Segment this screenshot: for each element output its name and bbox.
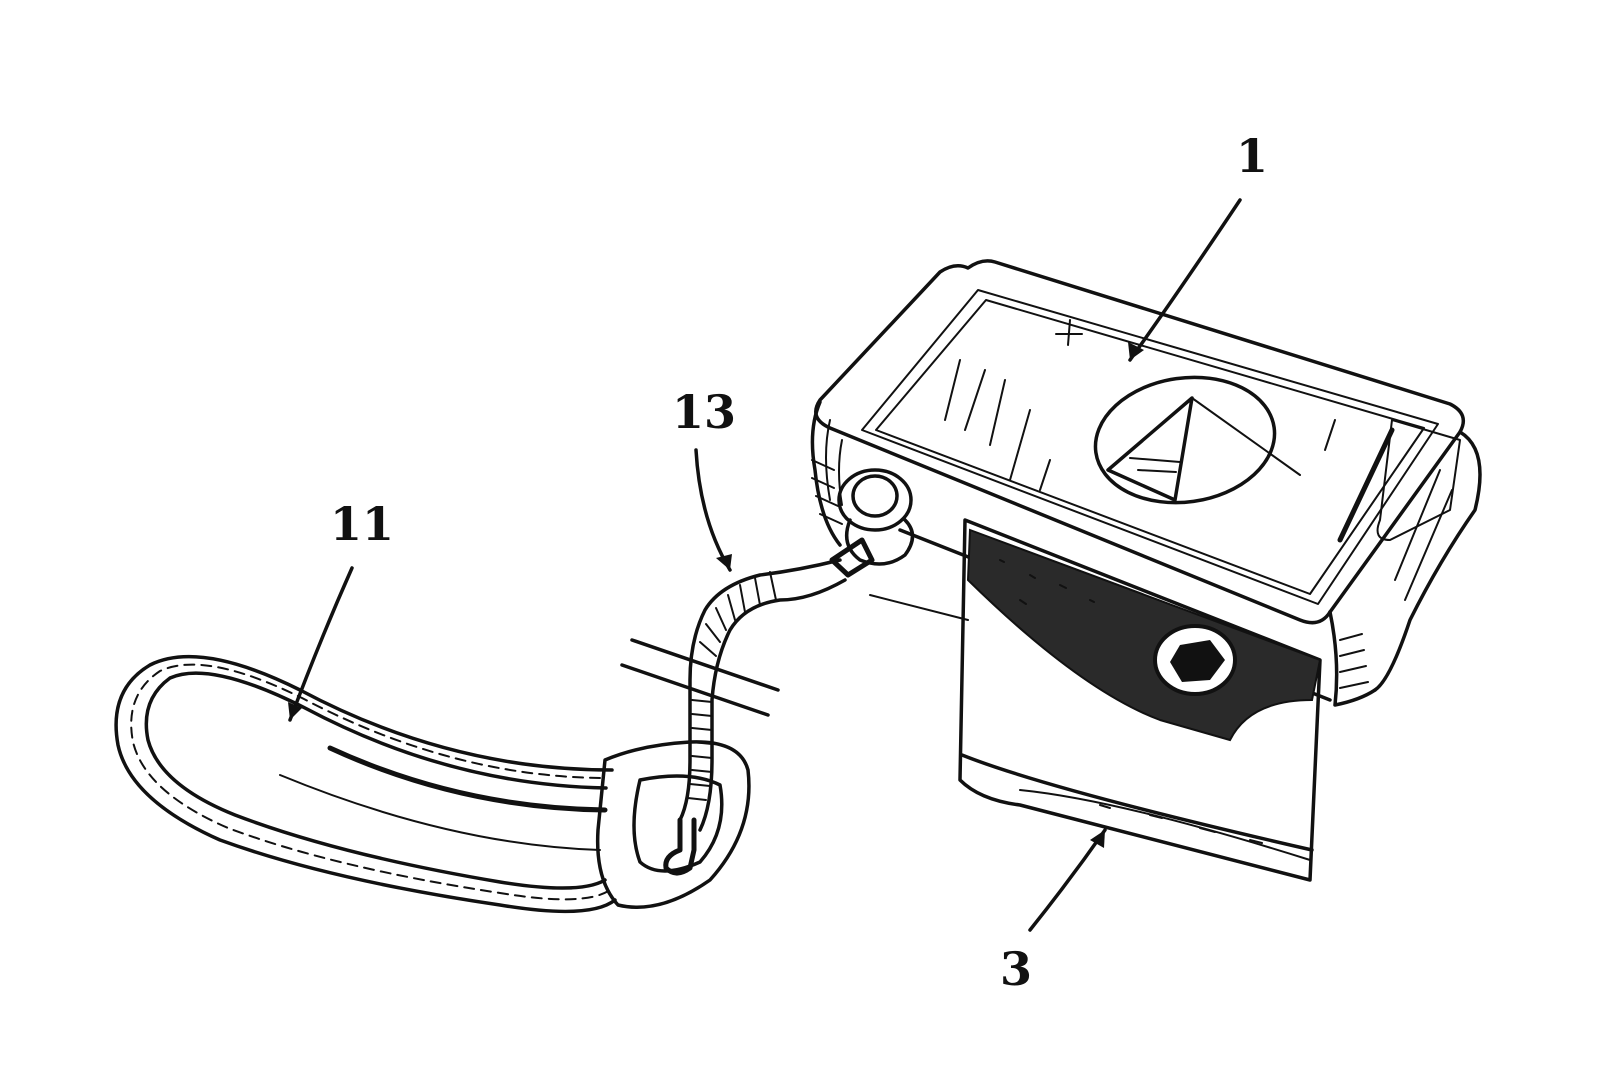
label-unit: 1 [1236, 129, 1268, 183]
hose [622, 560, 845, 830]
label-strap: 11 [330, 497, 394, 551]
label-bag: 3 [1000, 942, 1032, 996]
label-hose: 13 [672, 385, 736, 439]
leader-lines [288, 200, 1240, 930]
collection-bag [870, 520, 1320, 880]
head-strap [116, 657, 749, 912]
